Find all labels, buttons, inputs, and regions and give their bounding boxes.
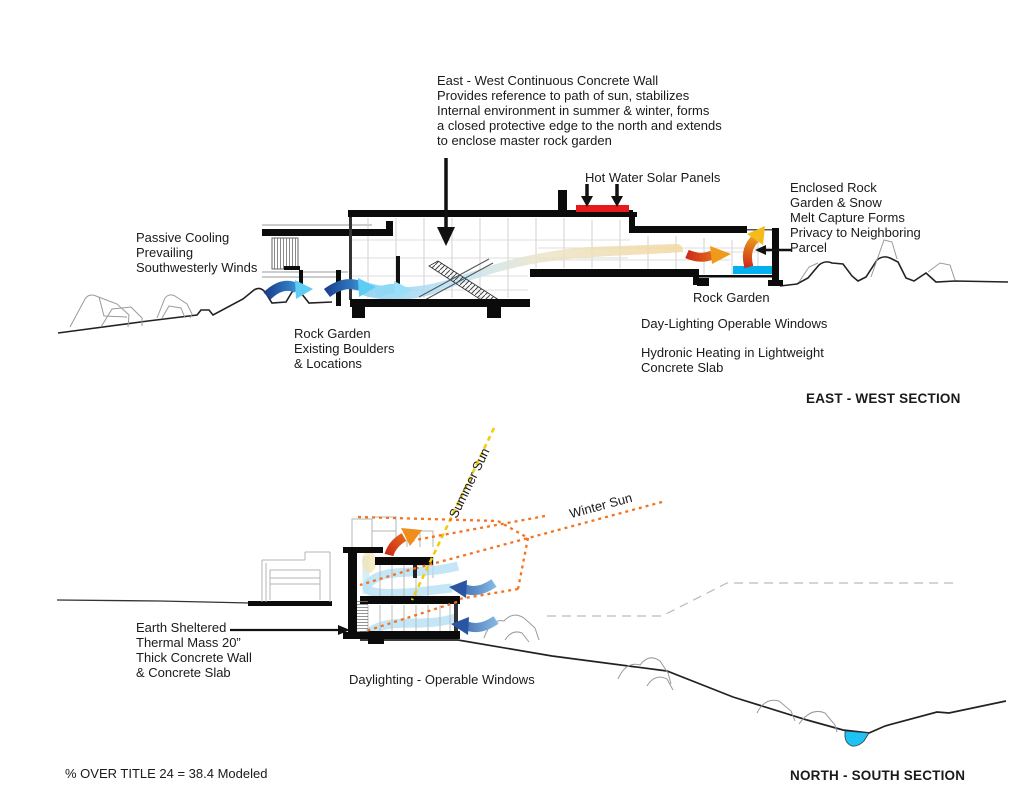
concrete-wall-note: East - West Continuous Concrete Wall Pro… bbox=[437, 73, 722, 148]
ew-post-1 bbox=[299, 270, 303, 294]
daylighting-ns-label: Daylighting - Operable Windows bbox=[349, 672, 535, 687]
ns-building-structure bbox=[343, 547, 460, 644]
ew-concrete-wall bbox=[772, 228, 779, 284]
ew-wind-arrows bbox=[263, 278, 412, 300]
ns-ground-slope bbox=[360, 639, 1007, 734]
ew-chimney bbox=[558, 190, 567, 211]
ew-main-roof bbox=[348, 210, 633, 217]
earth-sheltered-arrow bbox=[230, 625, 350, 635]
ns-heat-arrow bbox=[384, 528, 422, 557]
ns-ground-left bbox=[56, 599, 251, 604]
title24-note: % OVER TITLE 24 = 38.4 Modeled bbox=[65, 766, 268, 781]
ew-section-title: EAST - WEST SECTION bbox=[806, 391, 961, 406]
daylighting-ew-label: Day-Lighting Operable Windows bbox=[641, 316, 828, 331]
ew-building-structure bbox=[262, 190, 783, 318]
ew-ground-right bbox=[779, 256, 1009, 287]
ew-roof-step bbox=[386, 221, 393, 236]
ns-upper-roof bbox=[343, 547, 383, 553]
earth-sheltered-note: Earth Sheltered Thermal Mass 20” Thick C… bbox=[136, 620, 252, 680]
north-south-drawing bbox=[56, 427, 1007, 747]
ew-left-wall bbox=[349, 217, 352, 300]
ns-base-slab bbox=[360, 631, 460, 639]
solar-panels-label: Hot Water Solar Panels bbox=[585, 170, 721, 185]
ns-wind-arrows bbox=[449, 579, 499, 635]
ew-airflow-ribbon bbox=[362, 244, 683, 300]
ns-upper-slab bbox=[375, 557, 433, 565]
ew-boulders-left bbox=[69, 294, 193, 328]
ns-section-title: NORTH - SOUTH SECTION bbox=[790, 768, 966, 783]
ns-deck bbox=[248, 601, 332, 606]
solar-panel bbox=[576, 205, 629, 212]
pond bbox=[844, 730, 870, 747]
enclosed-rock-note: Enclosed Rock Garden & Snow Melt Capture… bbox=[790, 180, 921, 255]
rock-garden-water bbox=[733, 266, 773, 274]
ns-stair-hatch bbox=[357, 600, 368, 632]
ew-floor-right bbox=[530, 269, 696, 277]
grade-dashed-line bbox=[547, 582, 953, 617]
passive-cooling-note: Passive Cooling Prevailing Southwesterly… bbox=[136, 230, 258, 275]
ew-annex-roof bbox=[262, 229, 392, 236]
hydronic-label: Hydronic Heating in Lightweight Concrete… bbox=[641, 345, 824, 375]
ew-annex-hatch-wall bbox=[271, 237, 299, 270]
solar-panel-arrows bbox=[585, 184, 619, 197]
stair-rails bbox=[418, 258, 494, 302]
winter-sun-rays bbox=[357, 500, 663, 633]
ew-boulders-right bbox=[798, 239, 956, 283]
east-west-drawing bbox=[57, 158, 1009, 334]
ew-lower-roof bbox=[629, 226, 747, 233]
ew-heat-arrows bbox=[685, 226, 765, 269]
rock-garden-right-label: Rock Garden bbox=[693, 290, 770, 305]
ns-boulders bbox=[483, 614, 838, 733]
ew-ground-left bbox=[57, 287, 333, 334]
ew-annotation-arrows bbox=[437, 158, 792, 255]
summer-sun-ray bbox=[410, 427, 496, 601]
rock-garden-left-note: Rock Garden Existing Boulders & Location… bbox=[294, 326, 395, 371]
ew-mullion bbox=[396, 256, 400, 288]
ns-earth-wall bbox=[348, 547, 357, 638]
ns-main-slab bbox=[360, 596, 460, 604]
ew-floor-left bbox=[350, 299, 530, 307]
ns-warm-patch bbox=[362, 551, 376, 573]
